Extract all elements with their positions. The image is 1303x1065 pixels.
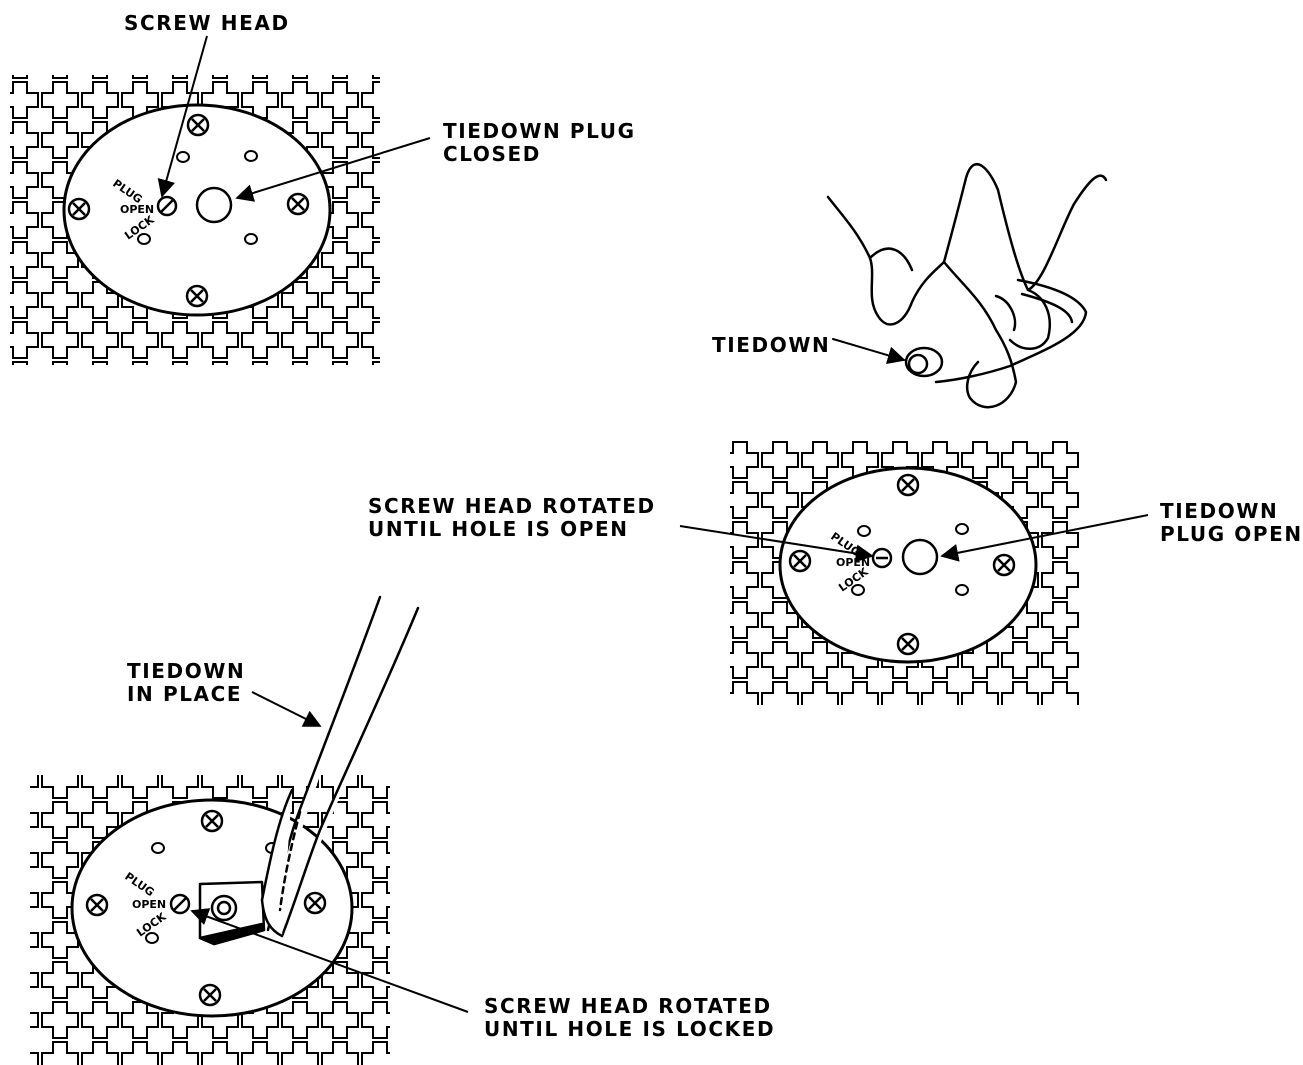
arrow-tiedown-in-place [252, 692, 320, 726]
tiedown-hole-closed [197, 188, 231, 222]
label-screw-head-rotated-open: SCREW HEAD ROTATED UNTIL HOLE IS OPEN [368, 495, 656, 541]
label-tiedown: TIEDOWN [712, 334, 830, 357]
panel-plug-open: PLUG OPEN LOCK [680, 440, 1148, 705]
selector-screw-head [171, 895, 189, 913]
label-tiedown-in-place: TIEDOWN IN PLACE [127, 660, 245, 706]
panel-tiedown-in-place: PLUG OPEN LOCK [30, 597, 468, 1065]
selector-screw-head [158, 197, 176, 215]
label-tiedown-plug-closed: TIEDOWN PLUG CLOSED [443, 120, 636, 166]
tiedown-hole-open [903, 540, 937, 574]
arrow-tiedown [833, 339, 904, 360]
plate-text-open: OPEN [132, 898, 166, 911]
label-screw-head-rotated-locked: SCREW HEAD ROTATED UNTIL HOLE IS LOCKED [484, 995, 775, 1041]
plate-text-open: OPEN [836, 556, 870, 569]
label-screw-head: SCREW HEAD [124, 12, 290, 35]
panel-hand-tiedown [828, 164, 1106, 407]
panel-plug-closed: PLUG OPEN LOCK [10, 36, 430, 365]
selector-screw-head [873, 549, 891, 567]
label-tiedown-plug-open: TIEDOWN PLUG OPEN [1160, 500, 1303, 546]
tiedown-strap [936, 280, 1086, 382]
hand-outline [828, 164, 1106, 324]
